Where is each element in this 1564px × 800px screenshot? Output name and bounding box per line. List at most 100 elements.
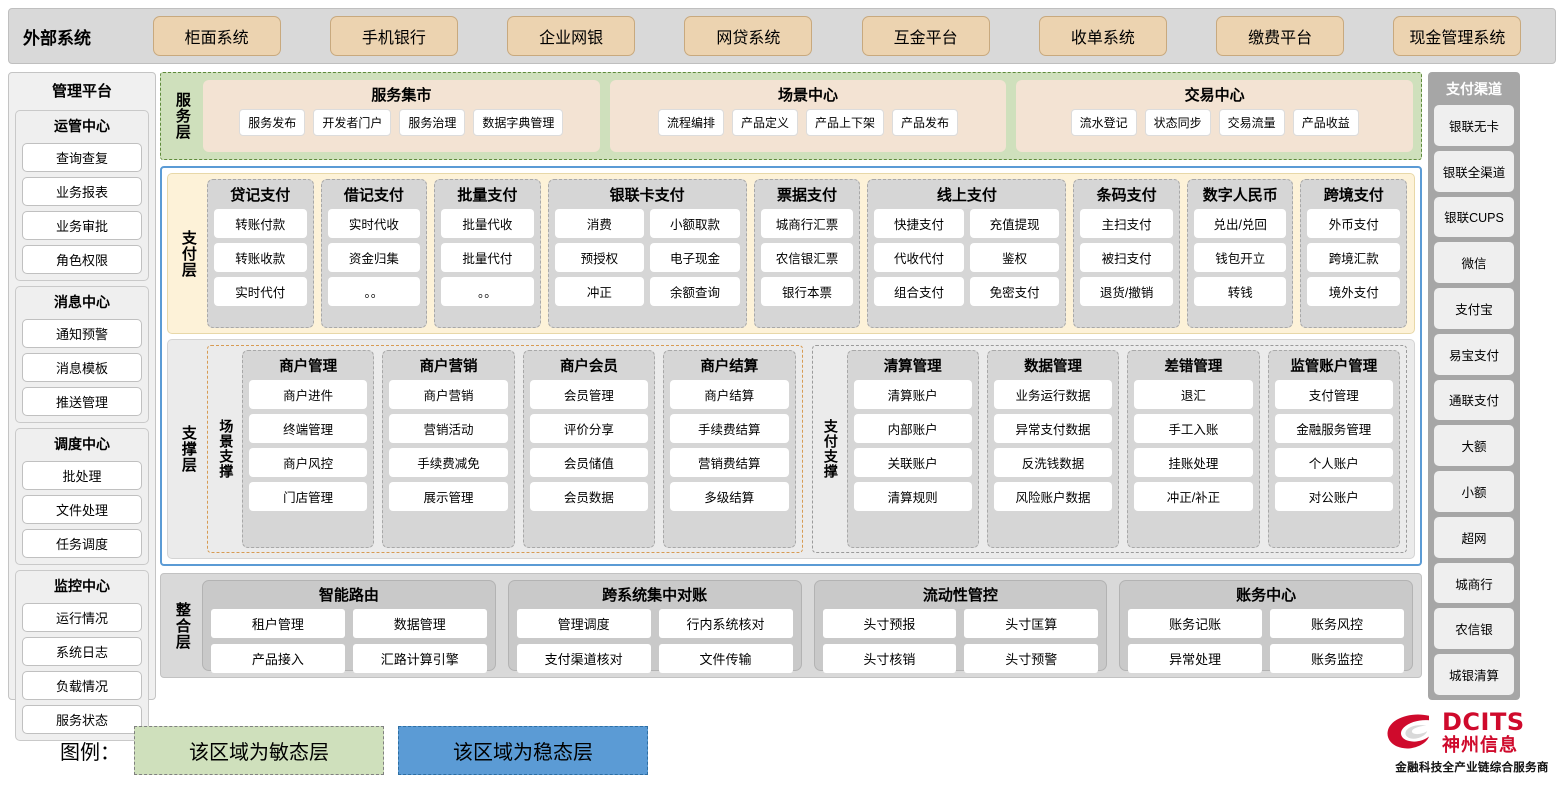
support-item[interactable]: 清算规则 bbox=[853, 482, 972, 511]
integration-item[interactable]: 文件传输 bbox=[658, 644, 793, 673]
support-item[interactable]: 清算账户 bbox=[853, 380, 972, 409]
support-item[interactable]: 手续费结算 bbox=[670, 414, 789, 443]
payment-item[interactable]: 被扫支付 bbox=[1080, 243, 1173, 272]
support-item[interactable]: 内部账户 bbox=[853, 414, 972, 443]
payment-item[interactable]: 转账付款 bbox=[214, 209, 307, 238]
support-item[interactable]: 反洗钱数据 bbox=[993, 448, 1113, 477]
support-item[interactable]: 会员储值 bbox=[529, 448, 649, 477]
support-item[interactable]: 展示管理 bbox=[389, 482, 508, 511]
management-item[interactable]: 查询查复 bbox=[22, 143, 142, 172]
payment-channel-item[interactable]: 易宝支付 bbox=[1434, 333, 1514, 375]
integration-item[interactable]: 支付渠道核对 bbox=[516, 644, 651, 673]
service-item[interactable]: 产品收益 bbox=[1292, 109, 1359, 136]
payment-channel-item[interactable]: 微信 bbox=[1434, 242, 1514, 284]
external-system-chip[interactable]: 柜面系统 bbox=[152, 16, 281, 56]
payment-channel-item[interactable]: 支付宝 bbox=[1434, 288, 1514, 329]
external-system-chip[interactable]: 手机银行 bbox=[329, 16, 458, 56]
payment-channel-item[interactable]: 大额 bbox=[1434, 425, 1514, 467]
support-item[interactable]: 异常支付数据 bbox=[993, 414, 1113, 443]
support-item[interactable]: 评价分享 bbox=[529, 414, 649, 443]
service-item[interactable]: 服务发布 bbox=[239, 109, 306, 136]
support-item[interactable]: 终端管理 bbox=[249, 414, 368, 443]
integration-item[interactable]: 汇路计算引擎 bbox=[352, 644, 487, 673]
payment-item[interactable]: 冲正 bbox=[554, 277, 645, 306]
integration-item[interactable]: 租户管理 bbox=[211, 609, 345, 638]
payment-item[interactable]: 实时代付 bbox=[214, 277, 307, 306]
integration-item[interactable]: 头寸匡算 bbox=[964, 609, 1099, 638]
service-item[interactable]: 产品上下架 bbox=[806, 109, 885, 136]
service-item[interactable]: 数据字典管理 bbox=[473, 109, 564, 136]
payment-item[interactable]: 实时代收 bbox=[327, 209, 421, 238]
payment-item[interactable]: 跨境汇款 bbox=[1307, 243, 1401, 272]
management-item[interactable]: 文件处理 bbox=[22, 495, 142, 524]
payment-item[interactable]: 预授权 bbox=[554, 243, 645, 272]
integration-item[interactable]: 产品接入 bbox=[211, 644, 345, 673]
payment-item[interactable]: 外币支付 bbox=[1307, 209, 1401, 238]
payment-channel-item[interactable]: 银联CUPS bbox=[1434, 196, 1514, 238]
payment-item[interactable]: 充值提现 bbox=[969, 209, 1060, 238]
support-item[interactable]: 手续费减免 bbox=[389, 448, 508, 477]
payment-item[interactable]: 免密支付 bbox=[969, 277, 1060, 306]
management-item[interactable]: 系统日志 bbox=[22, 637, 142, 666]
support-item[interactable]: 金融服务管理 bbox=[1274, 414, 1393, 443]
support-item[interactable]: 冲正/补正 bbox=[1134, 482, 1253, 511]
service-item[interactable]: 产品定义 bbox=[731, 109, 798, 136]
management-item[interactable]: 推送管理 bbox=[22, 387, 142, 416]
service-item[interactable]: 交易流量 bbox=[1218, 109, 1285, 136]
payment-channel-item[interactable]: 城商行 bbox=[1434, 562, 1514, 604]
external-system-chip[interactable]: 网贷系统 bbox=[684, 16, 813, 56]
payment-channel-item[interactable]: 通联支付 bbox=[1434, 379, 1514, 421]
support-item[interactable]: 退汇 bbox=[1134, 380, 1253, 409]
payment-item[interactable]: 余额查询 bbox=[650, 277, 740, 306]
integration-item[interactable]: 头寸预报 bbox=[822, 609, 957, 638]
management-item[interactable]: 批处理 bbox=[22, 461, 142, 490]
management-item[interactable]: 通知预警 bbox=[22, 319, 142, 348]
integration-item[interactable]: 头寸预警 bbox=[964, 644, 1099, 673]
payment-item[interactable]: 批量代付 bbox=[441, 243, 534, 272]
payment-item[interactable]: 转钱 bbox=[1193, 277, 1287, 306]
payment-item[interactable]: 农信银汇票 bbox=[760, 243, 854, 272]
service-item[interactable]: 状态同步 bbox=[1144, 109, 1211, 136]
support-item[interactable]: 关联账户 bbox=[853, 448, 972, 477]
payment-item[interactable]: 转账收款 bbox=[214, 243, 307, 272]
service-item[interactable]: 流程编排 bbox=[657, 109, 724, 136]
payment-item[interactable]: 批量代收 bbox=[441, 209, 534, 238]
payment-channel-item[interactable]: 小额 bbox=[1434, 471, 1514, 512]
payment-channel-item[interactable]: 银联全渠道 bbox=[1434, 150, 1514, 192]
payment-channel-item[interactable]: 银联无卡 bbox=[1434, 105, 1514, 146]
service-item[interactable]: 产品发布 bbox=[892, 109, 959, 136]
management-item[interactable]: 任务调度 bbox=[22, 529, 142, 558]
payment-item[interactable]: 消费 bbox=[554, 209, 645, 238]
service-item[interactable]: 服务治理 bbox=[399, 109, 466, 136]
payment-item[interactable]: 鉴权 bbox=[969, 243, 1060, 272]
external-system-chip[interactable]: 现金管理系统 bbox=[1393, 16, 1522, 56]
support-item[interactable]: 会员管理 bbox=[529, 380, 649, 409]
management-item[interactable]: 业务报表 bbox=[22, 177, 142, 206]
payment-item[interactable]: 银行本票 bbox=[760, 277, 854, 306]
payment-channel-item[interactable]: 农信银 bbox=[1434, 608, 1514, 650]
payment-item[interactable]: 钱包开立 bbox=[1193, 243, 1287, 272]
payment-item[interactable]: 主扫支付 bbox=[1080, 209, 1173, 238]
support-item[interactable]: 挂账处理 bbox=[1134, 448, 1253, 477]
management-item[interactable]: 运行情况 bbox=[22, 603, 142, 632]
integration-item[interactable]: 账务监控 bbox=[1270, 644, 1404, 673]
payment-item[interactable]: 退货/撤销 bbox=[1080, 277, 1173, 306]
payment-channel-item[interactable]: 超网 bbox=[1434, 516, 1514, 558]
support-item[interactable]: 业务运行数据 bbox=[993, 380, 1113, 409]
payment-item[interactable]: 资金归集 bbox=[327, 243, 421, 272]
external-system-chip[interactable]: 收单系统 bbox=[1038, 16, 1167, 56]
service-item[interactable]: 开发者门户 bbox=[313, 109, 392, 136]
support-item[interactable]: 营销费结算 bbox=[670, 448, 789, 477]
payment-item[interactable]: 城商行汇票 bbox=[760, 209, 854, 238]
support-item[interactable]: 风险账户数据 bbox=[993, 482, 1113, 511]
payment-item[interactable]: 组合支付 bbox=[874, 277, 964, 306]
integration-item[interactable]: 数据管理 bbox=[352, 609, 487, 638]
support-item[interactable]: 个人账户 bbox=[1274, 448, 1393, 477]
payment-item[interactable]: 电子现金 bbox=[650, 243, 740, 272]
management-item[interactable]: 负载情况 bbox=[22, 671, 142, 700]
support-item[interactable]: 商户进件 bbox=[249, 380, 368, 409]
support-item[interactable]: 营销活动 bbox=[389, 414, 508, 443]
support-item[interactable]: 商户结算 bbox=[670, 380, 789, 409]
service-item[interactable]: 流水登记 bbox=[1070, 109, 1137, 136]
external-system-chip[interactable]: 缴费平台 bbox=[1216, 16, 1345, 56]
